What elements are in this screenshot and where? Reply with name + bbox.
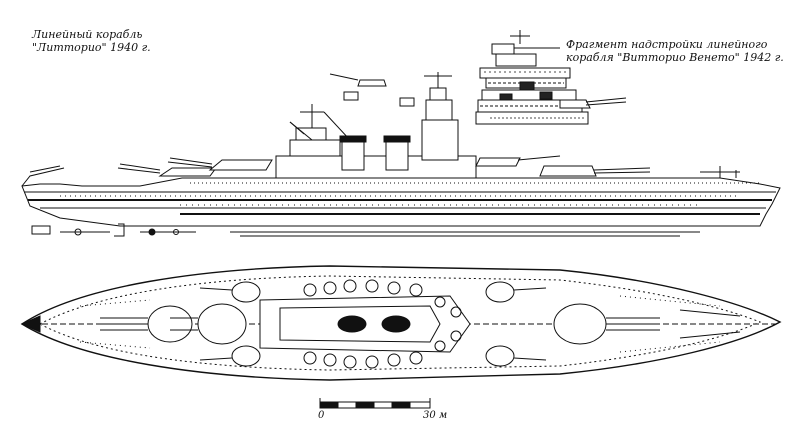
caption-littorio-line2: "Литторио" 1940 г. <box>32 41 151 54</box>
plan-view <box>20 265 782 381</box>
scale-zero-label: 0 <box>318 410 325 421</box>
scale-bar <box>319 398 431 409</box>
scale-max-label: 30 м <box>423 410 448 421</box>
caption-vittorio-veneto: Фрагмент надстройки линейного корабля "В… <box>566 38 784 64</box>
superstructure-fragment <box>475 30 627 125</box>
caption-littorio-line1: Линейный корабль <box>32 28 143 41</box>
side-profile <box>21 72 781 237</box>
caption-vittorio-veneto-line1: Фрагмент надстройки линейного <box>566 38 768 51</box>
caption-littorio: Линейный корабль "Литторио" 1940 г. <box>32 28 151 54</box>
caption-vittorio-veneto-line2: корабля "Витторио Венето" 1942 г. <box>566 51 784 64</box>
